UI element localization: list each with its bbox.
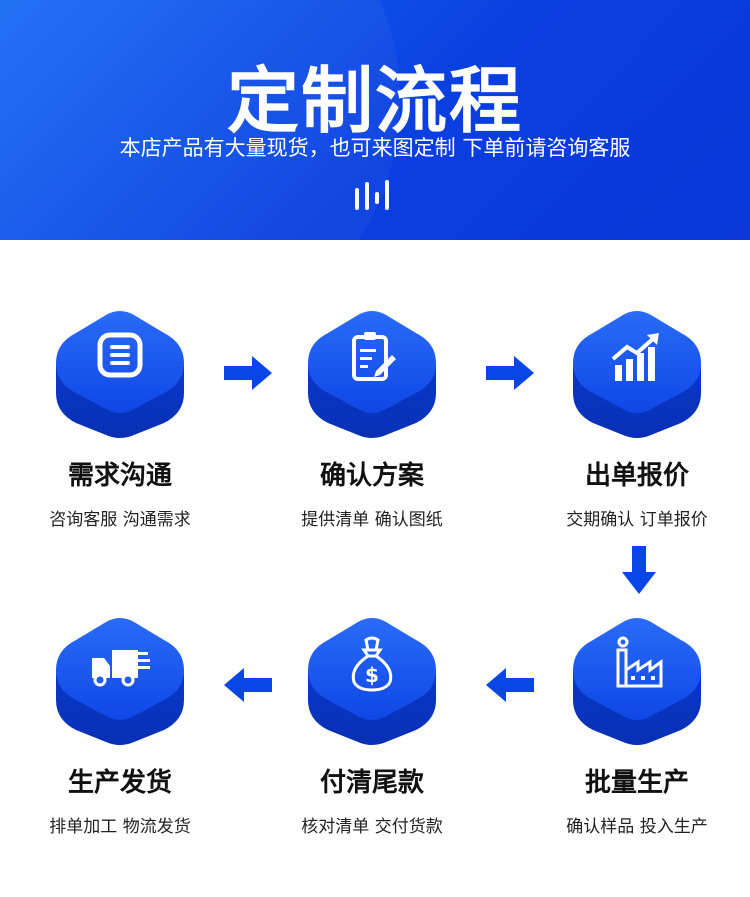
step-title: 需求沟通 [67,461,172,491]
step-desc: 提供清单 确认图纸 [301,510,443,530]
arrow-right-icon [224,356,272,390]
step-tile [553,612,721,745]
arrow-left-icon [486,668,534,702]
clipboard-pen-icon [352,332,396,381]
step-tile [36,612,204,745]
arrow-left-icon [224,668,272,702]
step-title: 确认方案 [319,461,424,491]
step-title: 生产发货 [67,768,172,798]
arrow-down-icon [622,546,656,594]
page-subtitle: 本店产品有大量现货，也可来图定制 下单前请咨询客服 [119,136,631,160]
svg-text:$: $ [365,663,379,687]
step-desc: 核对清单 交付货款 [301,817,443,837]
step-title: 批量生产 [584,768,689,798]
step-title: 付清尾款 [319,768,424,798]
step-tile [288,305,456,438]
step-tile: $ [288,612,456,745]
step-title: 出单报价 [584,461,689,491]
delivery-truck-icon [92,650,150,687]
arrow-right-icon [486,356,534,390]
step-tile [36,305,204,438]
document-lines-icon [97,332,143,378]
step-tile [553,305,721,438]
money-bag-icon: $ [351,636,393,692]
step-desc: 咨询客服 沟通需求 [49,510,191,530]
step-desc: 确认样品 投入生产 [566,817,708,837]
page-title: 定制流程 [226,59,523,143]
bar-chart-up-icon [611,333,659,381]
header-banner: 定制流程 本店产品有大量现货，也可来图定制 下单前请咨询客服 [0,0,750,240]
step-desc: 排单加工 物流发货 [49,817,191,837]
step-desc: 交期确认 订单报价 [566,510,708,530]
sound-wave-icon [355,180,389,210]
factory-icon [616,636,663,688]
